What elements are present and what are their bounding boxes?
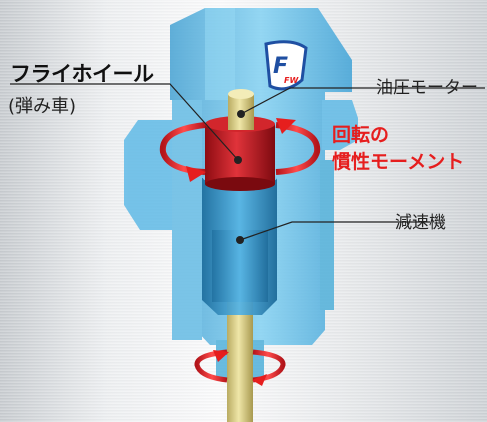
leader-reducer — [239, 221, 430, 241]
hydraulic-motor — [228, 89, 254, 130]
leader-dot-motor — [237, 110, 245, 118]
leader-dot-flywheel — [234, 156, 242, 164]
leader-flywheel — [10, 83, 239, 161]
flywheel-label: フライホイール — [10, 62, 154, 86]
flywheel — [205, 116, 275, 191]
shaft-rotation-arrows — [194, 349, 286, 386]
logo-sub: FW — [284, 76, 299, 85]
inertia-label-line2: 慣性モーメント — [332, 151, 465, 173]
brand-logo: F FW — [264, 40, 308, 91]
leader-dot-reducer — [236, 236, 244, 244]
inertia-label-line1: 回転の — [332, 124, 390, 146]
flywheel-rotation-arrows — [159, 118, 321, 182]
flywheel-sublabel: (弾み車) — [8, 96, 77, 117]
inertia-label: 回転の 慣性モーメント — [332, 122, 464, 176]
hydraulic-motor-label: 油圧モーター — [376, 78, 478, 98]
leader-lines — [10, 83, 485, 241]
logo-letter: F — [273, 54, 288, 79]
leader-motor — [240, 87, 485, 115]
reducer-label: 減速機 — [395, 213, 446, 233]
